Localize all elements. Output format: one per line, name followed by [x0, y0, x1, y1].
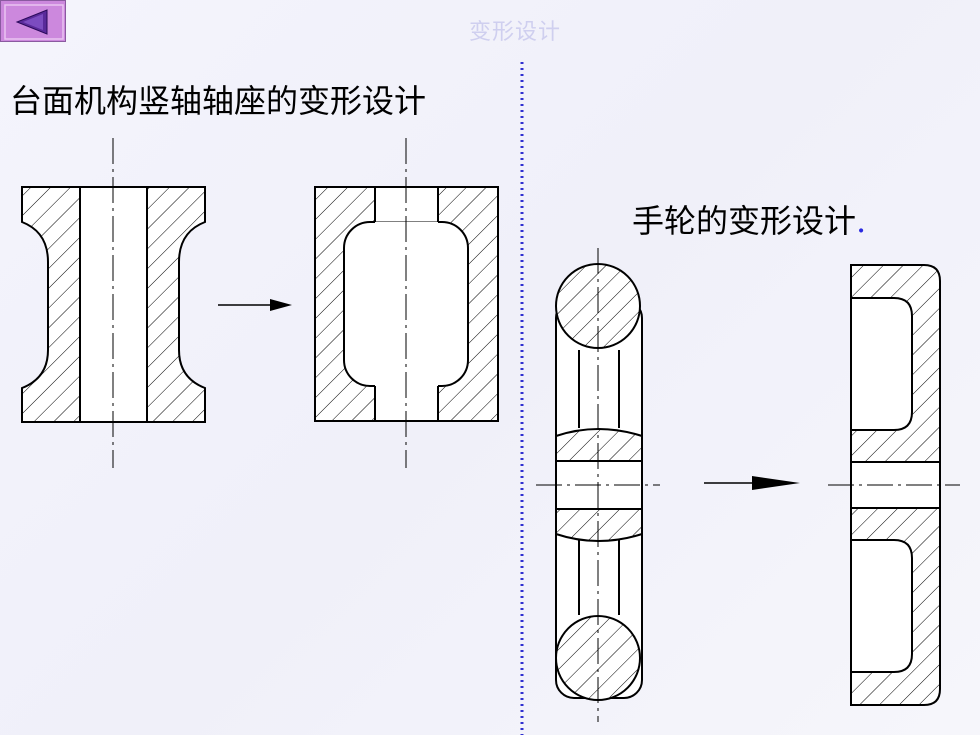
upper-spoke-root: [555, 428, 643, 462]
transform-arrow: [218, 299, 292, 311]
bearing-seat-heading: 台面机构竖轴轴座的变形设计: [10, 82, 427, 120]
handwheel-transformed: [850, 264, 941, 706]
bearing-seat-right-wall: [146, 186, 206, 423]
lower-spoke-root: [555, 508, 643, 542]
heading-dot: .: [856, 202, 867, 240]
slide-title: 变形设计: [468, 20, 561, 45]
back-triangle-icon: [4, 4, 64, 40]
transform-arrow: [704, 476, 800, 490]
handwheel-heading: 手轮的变形设计.: [632, 196, 866, 242]
back-button[interactable]: [0, 0, 66, 42]
bearing-seat-left-wall: [21, 186, 81, 423]
upper-recess: [850, 297, 913, 431]
handwheel-original: [555, 263, 643, 701]
handwheel-heading-text: 手轮的变形设计: [632, 202, 857, 240]
lower-recess: [850, 539, 913, 673]
